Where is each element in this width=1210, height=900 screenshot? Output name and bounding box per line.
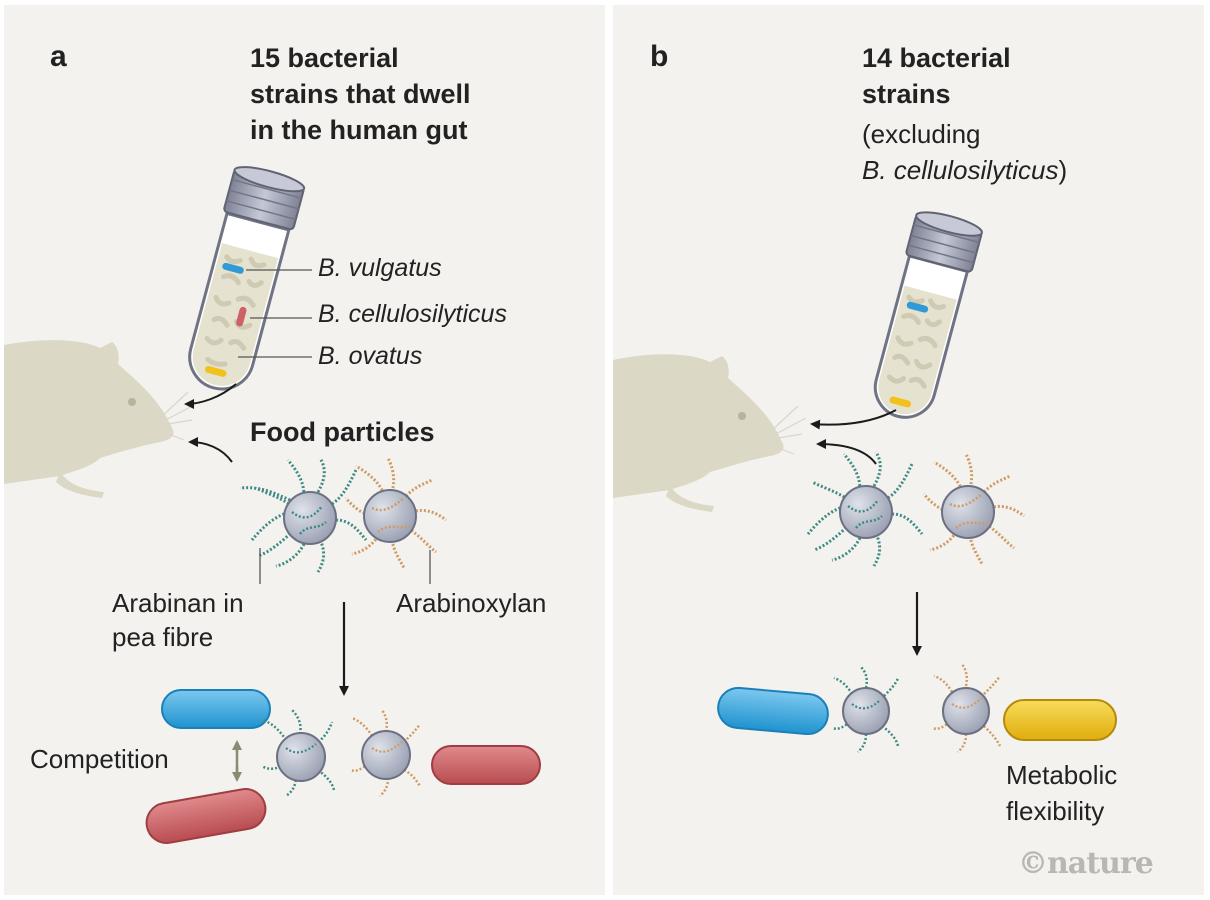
food-particle-icon	[261, 709, 422, 798]
nature-credit: ©nature	[1018, 846, 1154, 881]
arabinan-label-line-1: Arabinan in	[112, 588, 244, 618]
arabinan-label-line-2: pea fibre	[112, 622, 214, 652]
panel-a-title-line-2: strains that dwell	[250, 79, 471, 109]
panel-a-letter: a	[50, 40, 67, 73]
food-particle-icon	[806, 451, 1025, 567]
species-label-cellulosilyticus: B. cellulosilyticus	[318, 300, 507, 328]
metabolic-label-line-1: Metabolic	[1006, 760, 1118, 790]
bacterium-icon	[717, 686, 1117, 741]
panel-b-subtitle-line-2: B. cellulosilyticus)	[862, 152, 1067, 188]
metabolic-label-line-2: flexibility	[1006, 796, 1105, 826]
species-label-ovatus: B. ovatus	[318, 342, 423, 370]
food-particle-icon	[239, 457, 447, 573]
mouse-silhouette-icon	[613, 354, 784, 512]
mouse-silhouette-icon	[4, 340, 174, 498]
arabinoxylan-label: Arabinoxylan	[396, 588, 547, 618]
competition-label: Competition	[30, 744, 169, 774]
food-particles-label: Food particles	[250, 417, 435, 447]
species-label-vulgatus: B. vulgatus	[318, 254, 442, 282]
panel-b-title-line-1: 14 bacterial	[862, 43, 1011, 73]
test-tube-icon	[188, 166, 306, 391]
food-particle-icon	[831, 663, 1002, 753]
panel-b-letter: b	[650, 40, 669, 73]
test-tube-icon	[873, 211, 983, 419]
bacterium-icon	[145, 689, 541, 844]
panel-b-subtitle-line-1: (excluding	[862, 119, 981, 149]
panel-a-title-line-1: 15 bacterial	[250, 43, 399, 73]
panel-b-title-line-2: strains	[862, 79, 951, 109]
panel-b-subtitle-close: )	[1058, 155, 1068, 185]
panel-b-subtitle-species: B. cellulosilyticus	[862, 155, 1059, 185]
panel-a-title-line-3: in the human gut	[250, 115, 468, 145]
